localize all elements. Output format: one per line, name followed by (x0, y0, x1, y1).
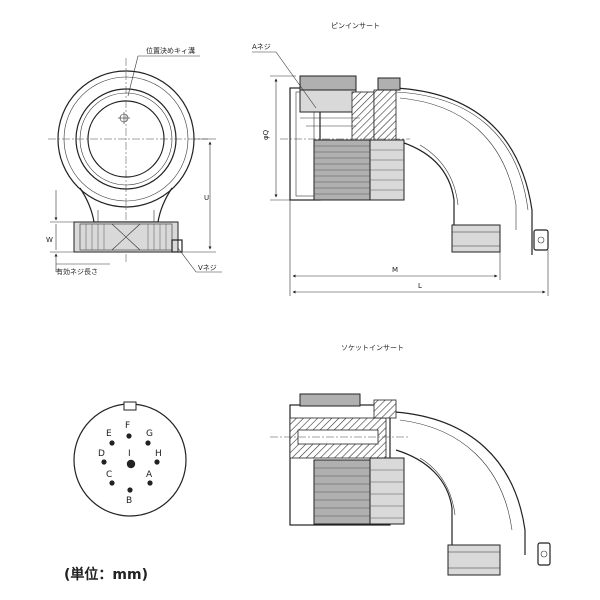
pin-contact-i (126, 459, 136, 469)
socket-rear-ribs (370, 469, 404, 519)
w-dimension-label: W (46, 236, 53, 244)
m-dimension-label: M (392, 266, 398, 274)
pin-label-h: H (155, 449, 162, 459)
pin-contact-g (145, 440, 151, 446)
pin-contact-a (147, 480, 153, 486)
v-thread-label: Vネジ (198, 264, 217, 272)
key-groove-label: 位置決めキィ溝 (146, 46, 195, 55)
nut-ribs (85, 224, 167, 250)
u-dimension-label: U (204, 194, 209, 202)
pin-nut-ribs (314, 145, 370, 195)
pin-label-g: G (146, 429, 153, 439)
a-thread-label: Aネジ (252, 43, 271, 51)
pin-layout-face: F E G D I H C A B (73, 401, 187, 517)
socket-insert-view (270, 393, 551, 576)
front-view: 位置決めキィ溝 U W 有効ネジ長さ Vネジ (46, 46, 222, 276)
effective-thread-length-label: 有効ネジ長さ (56, 267, 98, 276)
pin-label-a: A (146, 470, 153, 480)
pin-label-f: F (125, 421, 130, 431)
pin-label-e: E (106, 429, 112, 439)
pin-rear-ribs (370, 149, 404, 191)
phi-q-dimension-label: φQ (262, 129, 270, 140)
pin-label-d: D (98, 449, 105, 459)
pin-contact-b (127, 487, 133, 493)
pin-contact-h (154, 459, 160, 465)
pin-insert-view: Aネジ φQ M L (252, 43, 549, 296)
pin-label-c: C (106, 470, 112, 480)
pin-label-i: I (128, 449, 131, 459)
pin-contact-c (109, 480, 115, 486)
pin-contact-d (101, 459, 107, 465)
l-dimension-label: L (418, 282, 422, 290)
pin-insert-title: ピンインサート (331, 22, 380, 30)
socket-nut-ribs (314, 467, 370, 517)
socket-insert-title: ソケットインサート (341, 344, 404, 352)
pin-contact-f (126, 433, 132, 439)
pin-contact-e (109, 440, 115, 446)
pin-label-b: B (126, 496, 132, 506)
unit-note: (単位：mm) (64, 566, 148, 583)
